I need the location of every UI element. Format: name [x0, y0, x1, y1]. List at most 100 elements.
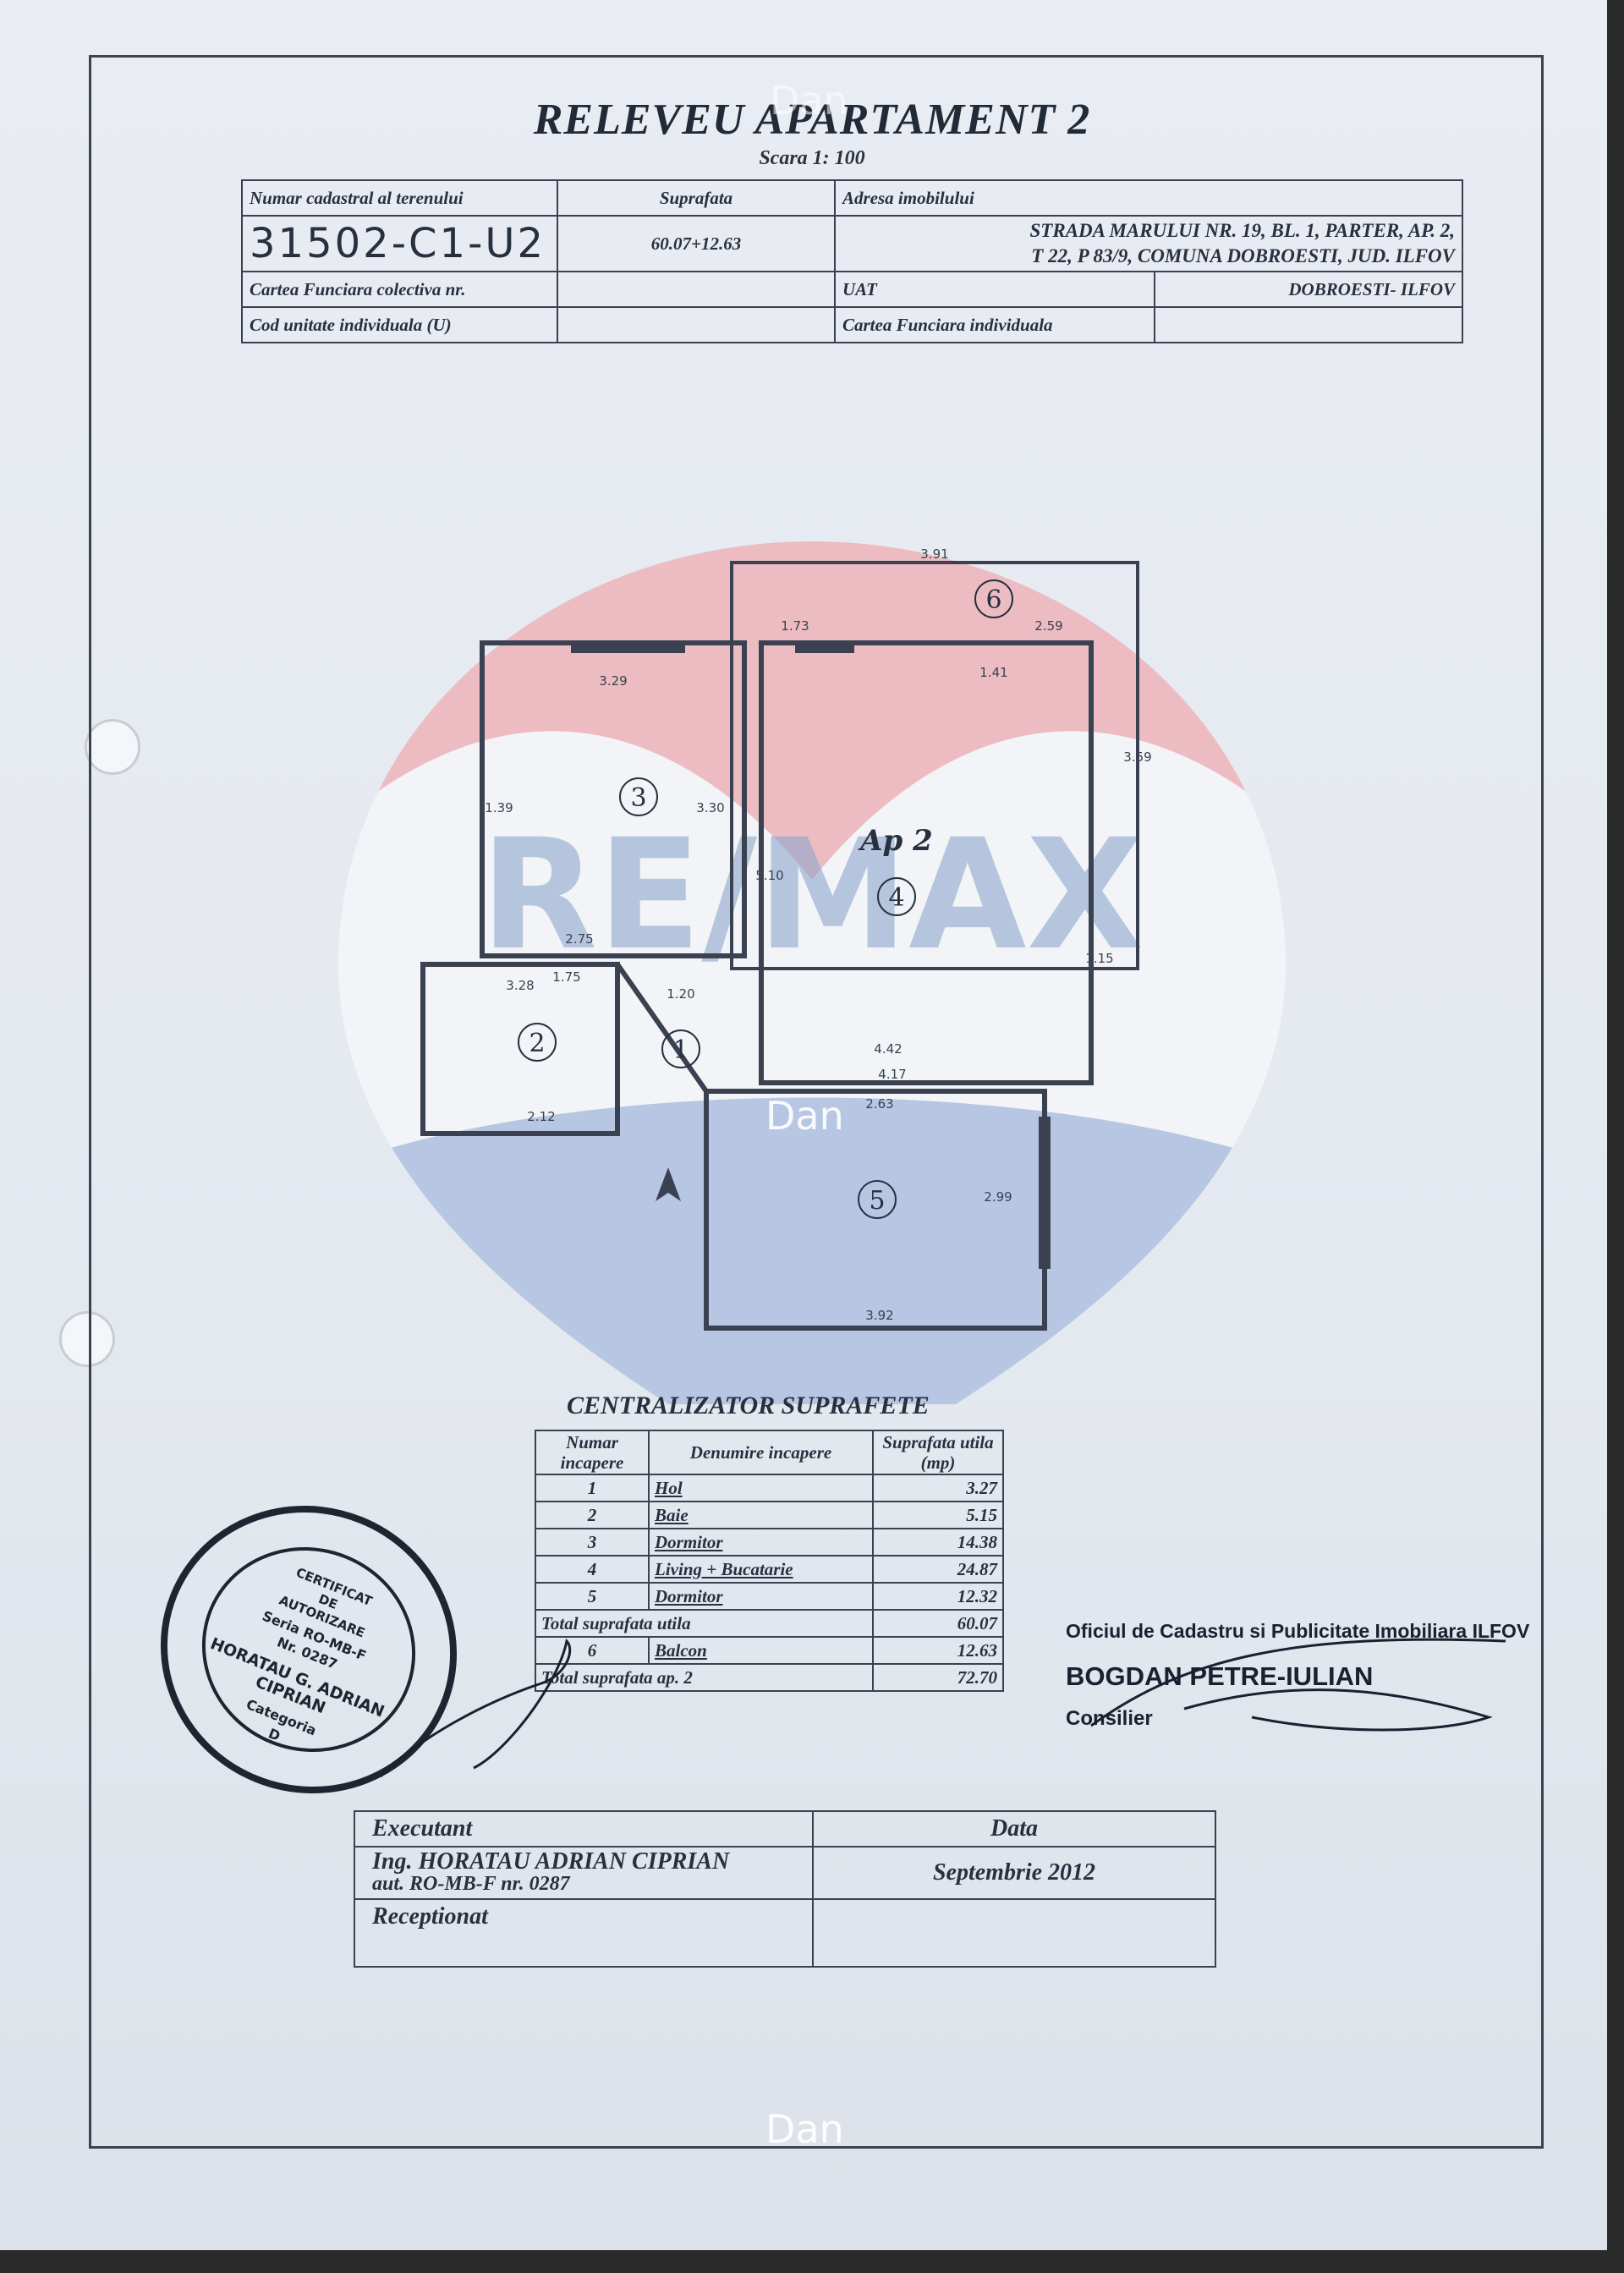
dim-label: 4.42	[874, 1041, 902, 1057]
stamp-text: D	[266, 1725, 283, 1744]
room-4-walls	[759, 640, 1094, 1085]
room-number: 1	[672, 1035, 689, 1065]
table-row: 2 Baie 5.15	[535, 1501, 1004, 1529]
dim-label: 1.75	[552, 969, 580, 985]
cadastral-label: Numar cadastral al terenului	[241, 179, 558, 217]
dim-label: 2.12	[527, 1109, 555, 1124]
executant-auth: aut. RO-MB-F nr. 0287	[372, 1873, 570, 1895]
received-label: Receptionat	[354, 1898, 814, 1968]
room-2-walls	[420, 962, 620, 1136]
balcony-row: 6 Balcon 12.63	[535, 1636, 1004, 1665]
north-arrow-icon	[656, 1167, 681, 1201]
surface-value: 60.07+12.63	[557, 215, 836, 272]
dim-label: 3.30	[696, 800, 724, 815]
address-label: Adresa imobilului	[834, 179, 1463, 217]
total-util-row: Total suprafata utila 60.07	[535, 1609, 1004, 1638]
watermark-bottom: Dan	[765, 2106, 844, 2152]
binder-hole-bottom	[59, 1311, 115, 1367]
dim-label: 3.29	[599, 673, 627, 689]
scale-label: Scara 1: 100	[759, 147, 865, 169]
room-nr: 6	[535, 1636, 650, 1665]
surface-label: Suprafata	[557, 179, 836, 217]
room-3-walls	[480, 640, 747, 958]
signature-name: BOGDAN PETRE-IULIAN	[1066, 1661, 1374, 1691]
date-label: Data	[812, 1810, 1216, 1847]
footer-table: Executant Data Ing. HORATAU ADRIAN CIPRI…	[354, 1810, 1216, 1968]
room-name: Dormitor	[648, 1528, 874, 1557]
room-name: Balcon	[648, 1636, 874, 1665]
room-name: Dormitor	[648, 1582, 874, 1611]
room-number: 2	[529, 1029, 545, 1058]
dim-label: 5.10	[755, 868, 783, 883]
room-marker-4	[877, 877, 916, 916]
room-area: 5.15	[872, 1501, 1004, 1529]
dim-label: 1.73	[781, 618, 809, 634]
room-marker-2	[518, 1023, 557, 1062]
executant-label: Executant	[354, 1810, 814, 1847]
room-name: Baie	[648, 1501, 874, 1529]
room-marker-1	[661, 1029, 700, 1068]
room-nr: 2	[535, 1501, 650, 1529]
uat-value: DOBROESTI- ILFOV	[1154, 271, 1463, 308]
col-area-header: Suprafata utila (mp)	[872, 1430, 1004, 1475]
watermark-center: Dan	[765, 1093, 844, 1139]
room-nr: 3	[535, 1528, 650, 1557]
dim-label: 3.59	[1123, 749, 1151, 765]
stamp-signature-scribble	[379, 1638, 572, 1778]
room-nr: 4	[535, 1555, 650, 1584]
table-row: 1 Hol 3.27	[535, 1474, 1004, 1502]
received-value	[812, 1898, 1216, 1968]
collective-book-label: Cartea Funciara colectiva nr.	[241, 271, 558, 308]
dim-label: 1.41	[979, 665, 1007, 680]
room-area: 12.63	[872, 1636, 1004, 1665]
total-util-value: 60.07	[872, 1609, 1004, 1638]
header-table: Numar cadastral al terenului Suprafata A…	[241, 179, 1463, 343]
dim-label: 2.75	[565, 931, 593, 947]
binder-hole-top	[85, 719, 140, 775]
col-nr-header: Numar incapere	[535, 1430, 650, 1475]
room-marker-6	[974, 579, 1013, 618]
individual-book-label: Cartea Funciara individuala	[834, 306, 1155, 343]
collective-book-value	[557, 271, 836, 308]
dim-label: 1.15	[1085, 951, 1113, 966]
hall-wall	[615, 963, 709, 1093]
dim-label: 3.92	[865, 1308, 893, 1323]
total-ap-label: Total suprafata ap. 2	[535, 1663, 874, 1692]
total-ap-row: Total suprafata ap. 2 72.70	[535, 1663, 1004, 1692]
centralizator-table: Numar incapere Denumire incapere Suprafa…	[535, 1430, 1004, 1692]
centralizator-title: CENTRALIZATOR SUPRAFETE	[567, 1392, 930, 1419]
dim-label: 3.28	[506, 978, 534, 993]
room-name: Living + Bucatarie	[648, 1555, 874, 1584]
dim-label: 3.91	[920, 546, 948, 562]
bottom-bar	[0, 2250, 1624, 2273]
room-nr: 5	[535, 1582, 650, 1611]
page-title: RELEVEU APARTAMENT 2	[533, 96, 1091, 144]
dim-label: 2.63	[865, 1096, 893, 1112]
dim-label: 2.99	[984, 1189, 1012, 1205]
individual-book-value	[1154, 306, 1463, 343]
watermark-top: Dan	[770, 78, 848, 124]
document-frame	[89, 55, 1544, 2149]
cadastral-value: 31502-C1-U2	[241, 215, 558, 272]
signature-role: Consilier	[1066, 1707, 1153, 1730]
uat-label: UAT	[834, 271, 1155, 308]
room-marker-5	[858, 1180, 897, 1219]
room-area: 24.87	[872, 1555, 1004, 1584]
address-value: STRADA MARULUI NR. 19, BL. 1, PARTER, AP…	[834, 215, 1463, 272]
document-sheet: RE/MAX RELEVEU APARTAMENT 2 Scara 1: 100…	[0, 0, 1607, 2250]
signature-scribble	[1090, 1638, 1506, 1732]
room-number: 3	[630, 783, 646, 813]
total-util-label: Total suprafata utila	[535, 1609, 874, 1638]
room-number: 5	[869, 1186, 885, 1216]
dim-label: 4.17	[878, 1067, 906, 1082]
unit-code-value	[557, 306, 836, 343]
col-name-header: Denumire incapere	[648, 1430, 874, 1475]
signature-office: Oficiul de Cadastru si Publicitate Imobi…	[1066, 1620, 1530, 1642]
balcony-outline	[730, 561, 1139, 970]
signature-block: Oficiul de Cadastru si Publicitate Imobi…	[1066, 1620, 1529, 1731]
table-row: 4 Living + Bucatarie 24.87	[535, 1555, 1004, 1584]
floor-plan: 3.91 1.73 3.29 2.75 2.59 1.41 3.28 1.20 …	[420, 546, 1152, 1331]
room-area: 3.27	[872, 1474, 1004, 1502]
dim-label: 2.59	[1034, 618, 1062, 634]
room-name: Hol	[648, 1474, 874, 1502]
